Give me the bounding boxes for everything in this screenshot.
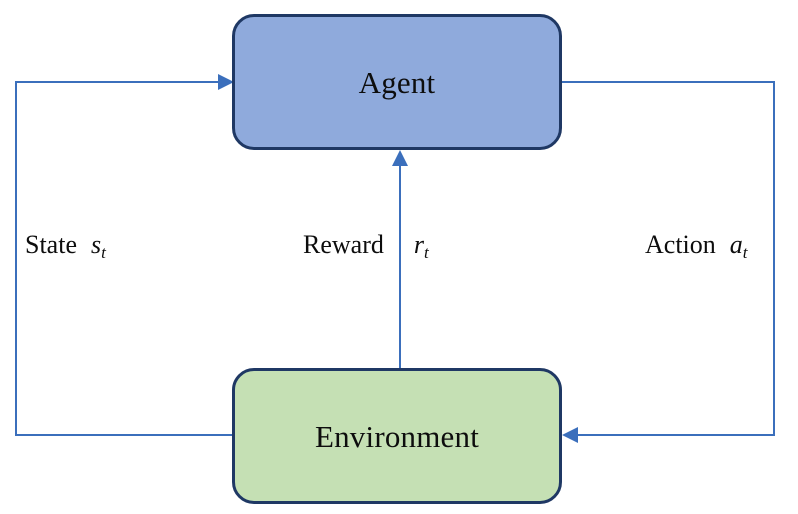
- reward-edge-segment: [399, 166, 401, 368]
- environment-node-label: Environment: [314, 418, 480, 454]
- reward-edge-symbol: rt: [413, 230, 429, 262]
- state-edge-segment-top: [15, 81, 220, 83]
- action-edge-segment-top: [562, 81, 775, 83]
- state-edge-symbol-subscript: t: [101, 242, 106, 262]
- state-edge-segment-left: [15, 82, 17, 436]
- state-edge-segment-bottom: [15, 434, 233, 436]
- environment-node[interactable]: Environment: [232, 368, 562, 504]
- agent-node-label: Agent: [358, 64, 436, 100]
- reward-edge-symbol-subscript: t: [423, 242, 429, 262]
- state-edge-symbol-base: s: [91, 230, 102, 259]
- reward-edge-label-text: Reward: [303, 230, 384, 259]
- reward-arrow-icon: [392, 150, 408, 166]
- action-edge-symbol: at: [729, 230, 748, 262]
- action-edge-symbol-base: a: [729, 230, 743, 259]
- state-arrow-icon: [218, 74, 234, 90]
- agent-node[interactable]: Agent: [232, 14, 562, 150]
- action-edge-symbol-subscript: t: [742, 242, 748, 262]
- state-edge-symbol: st: [91, 230, 106, 262]
- reward-edge-symbol-base: r: [413, 230, 424, 259]
- action-edge-segment-right: [773, 82, 775, 436]
- state-edge-label-text: State: [25, 230, 77, 259]
- action-edge-segment-bottom: [578, 434, 775, 436]
- action-edge-label-text: Action: [645, 230, 716, 259]
- action-arrow-icon: [562, 427, 578, 443]
